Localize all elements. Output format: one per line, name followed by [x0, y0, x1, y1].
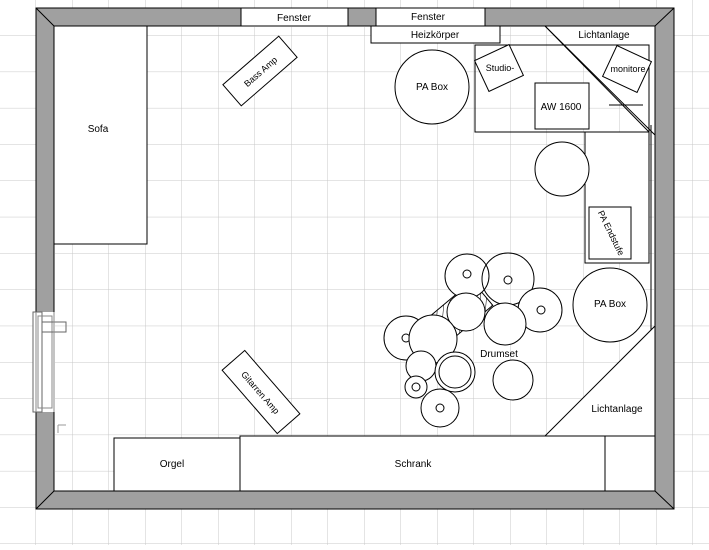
- pa-box-left-label: PA Box: [416, 82, 448, 93]
- cymbal: [420, 388, 460, 428]
- window-right-label: Fenster: [411, 12, 446, 23]
- sofa: Sofa: [53, 25, 148, 245]
- mixer-label: AW 1600: [541, 102, 582, 113]
- corner-marker: [57, 424, 66, 433]
- radiator: Heizkörper: [370, 25, 501, 44]
- floor-tom: [434, 351, 476, 393]
- pa-box-right: PA Box: [572, 267, 648, 343]
- studio-monitor-left: [473, 43, 525, 93]
- mixer-aw1600: AW 1600: [534, 82, 590, 130]
- drum-throne: [492, 359, 534, 401]
- window-left-label: Fenster: [277, 13, 312, 24]
- pa-endstufe: PA Endstufe: [588, 206, 632, 260]
- light-system-bottom-label: Lichtanlage: [591, 404, 643, 415]
- cabinet: Schrank: [239, 435, 656, 492]
- tom: [483, 302, 527, 346]
- sofa-label: Sofa: [88, 124, 109, 135]
- drumset-label: Drumset: [480, 349, 518, 360]
- cymbal: [404, 375, 428, 399]
- window-left: Fenster: [240, 7, 349, 27]
- studio-monitor-left-label: Studio-: [486, 63, 515, 73]
- light-system-top-label: Lichtanlage: [578, 30, 630, 41]
- organ-label: Orgel: [160, 459, 184, 470]
- hihat: [405, 350, 437, 382]
- speaker-round: [534, 141, 590, 197]
- door: [32, 311, 67, 413]
- tom: [446, 292, 486, 332]
- drumset: Drumset: [383, 252, 563, 428]
- pa-box-right-label: PA Box: [594, 299, 626, 310]
- organ: Orgel: [113, 437, 241, 492]
- radiator-label: Heizkörper: [411, 30, 460, 41]
- cabinet-label: Schrank: [395, 459, 433, 470]
- pa-box-left: PA Box: [394, 49, 470, 125]
- studio-monitor-right: [601, 44, 653, 94]
- window-right: Fenster: [347, 7, 486, 27]
- studio-monitor-right-label: monitore: [610, 64, 645, 74]
